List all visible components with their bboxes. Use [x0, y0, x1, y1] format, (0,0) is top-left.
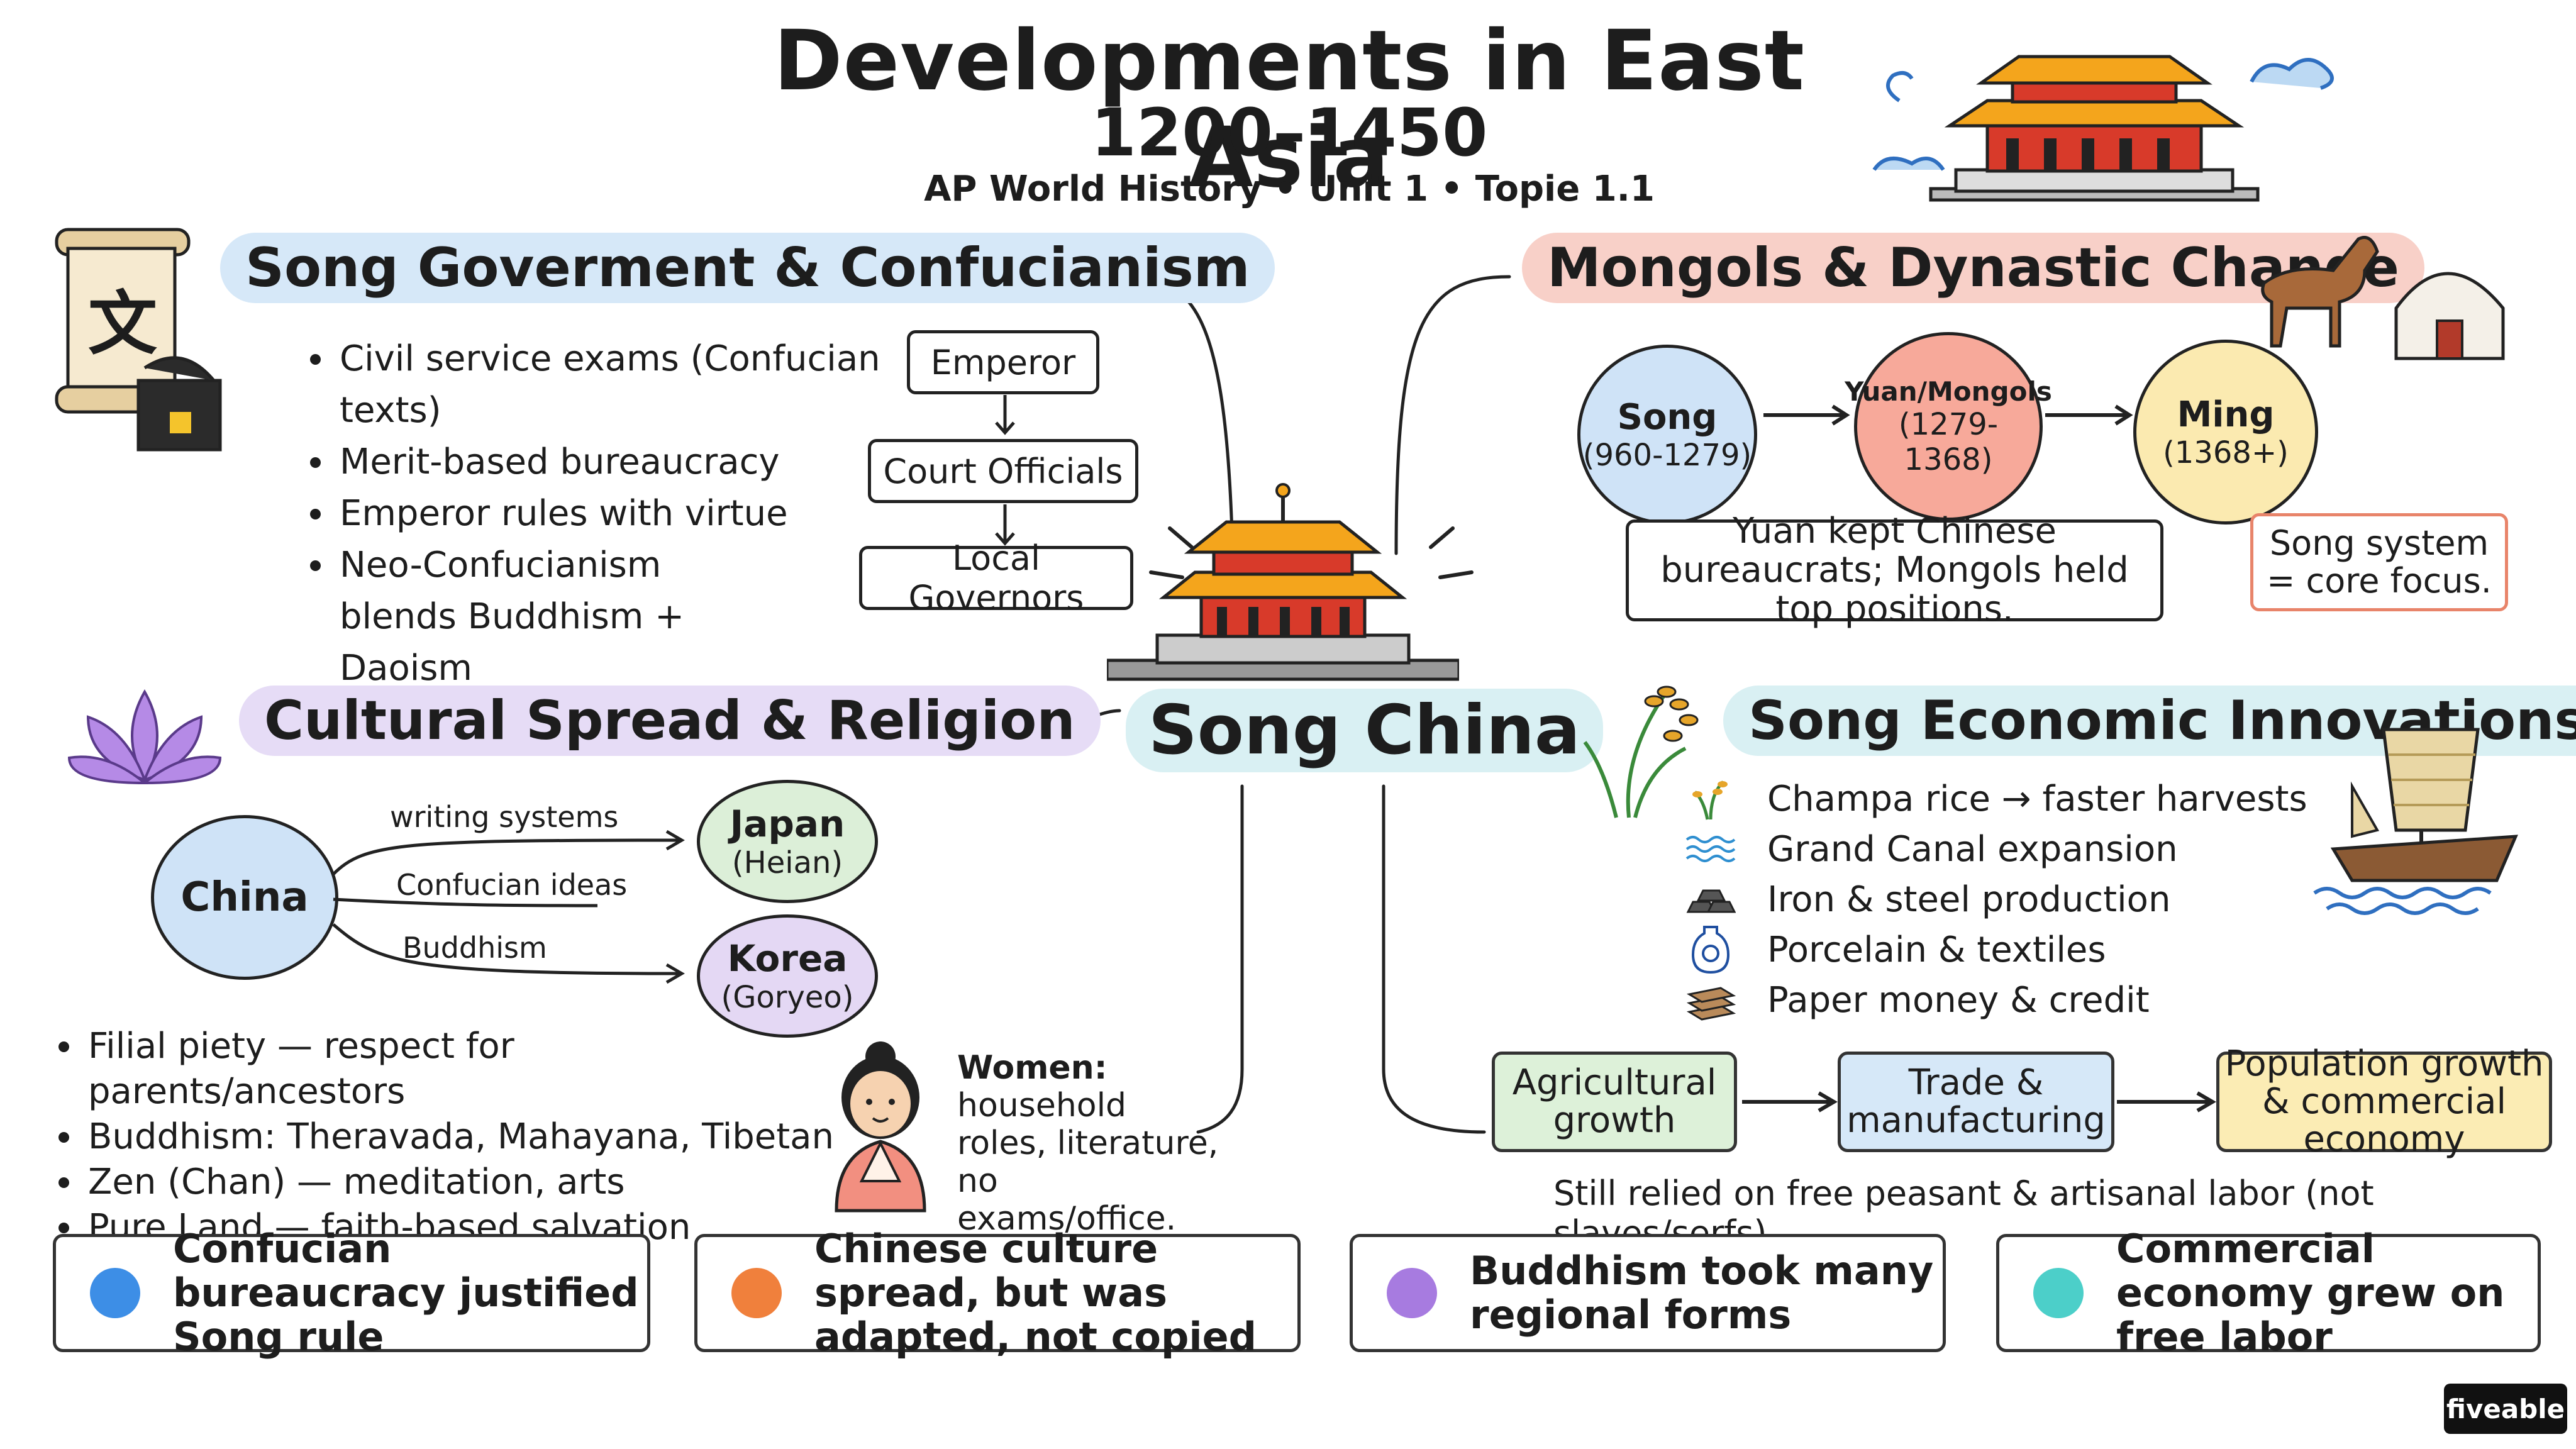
takeaway-card: Confucian bureaucracy justified Song rul… [53, 1227, 650, 1359]
takeaway-text: Buddhism took many regional forms [1470, 1248, 1934, 1338]
flow-arrows [1742, 1091, 2216, 1113]
list-item: Buddhism: Theravada, Mahayana, Tibetan [84, 1114, 839, 1160]
japan-sub: (Heian) [731, 845, 843, 880]
spread-label-confucian: Confucian ideas [396, 868, 628, 902]
dynasty-name: Ming [2177, 394, 2275, 435]
hierarchy-court-officials: Court Officials [868, 439, 1138, 503]
dynasty-dates: (1368+) [2163, 435, 2289, 470]
list-item: Champa rice → faster harvests [1685, 774, 2307, 824]
list-item: Merit-based bureaucracy [336, 436, 940, 488]
takeaway-card: Chinese culture spread, but was adapted,… [694, 1227, 1301, 1359]
hierarchy-emperor: Emperor [907, 330, 1099, 394]
dynasty-song-circle: Song (960-1279) [1577, 345, 1757, 525]
song-government-heading: Song Goverment & Confucianism [220, 233, 1275, 303]
list-item: Filial piety — respect for parents/ances… [84, 1024, 839, 1114]
china-source-circle: China [151, 815, 338, 980]
mongols-heading: Mongols & Dynastic Change [1522, 233, 2424, 303]
list-item: Porcelain & textiles [1685, 924, 2307, 975]
japan-circle: Japan (Heian) [697, 780, 878, 903]
list-item: Grand Canal expansion [1685, 824, 2307, 874]
econ-item-text: Porcelain & textiles [1767, 929, 2106, 970]
women-note: Women: household roles, literature, no e… [957, 1049, 1221, 1238]
takeaway-text: Commercial economy grew on free labor [2116, 1226, 2505, 1360]
song-government-bullets: Civil service exams (Confucian texts) Me… [308, 333, 940, 694]
rice-icon [1685, 777, 1736, 821]
list-item: Emperor rules with virtue [336, 488, 940, 540]
rice-plant-icon [1583, 686, 1699, 818]
list-item: Civil service exams (Confucian texts) [336, 333, 940, 436]
page-subtitle: AP World History • Unit 1 • Topie 1.1 [924, 169, 1655, 209]
scroll-seal-illustration: 文 [50, 223, 226, 462]
econ-item-text: Champa rice → faster harvests [1767, 778, 2307, 819]
hierarchy-local-governors: Local Governors [859, 538, 1133, 618]
women-text: household roles, literature, no exams/of… [957, 1087, 1219, 1238]
porcelain-vase-icon [1685, 926, 1736, 974]
page-title: Developments in East Asia [774, 13, 1805, 206]
cultural-bullets: Filial piety — respect for parents/ances… [57, 1024, 839, 1250]
takeaway-text: Chinese culture spread, but was adapted,… [814, 1226, 1257, 1360]
korea-label: Korea [727, 937, 848, 980]
japan-label: Japan [730, 802, 845, 845]
takeaway-card: Buddhism took many regional forms [1350, 1234, 1946, 1352]
dynasty-arrows [1763, 404, 2133, 426]
econ-item-text: Paper money & credit [1767, 979, 2150, 1021]
dynasty-name: Yuan/Mongols [1845, 375, 2052, 407]
cultural-heading: Cultural Spread & Religion [239, 686, 1101, 756]
core-focus-note: Song system = core focus. [2250, 513, 2508, 611]
list-item: Iron & steel production [1685, 874, 2307, 924]
econ-item-text: Iron & steel production [1767, 879, 2171, 920]
blue-dot-icon [90, 1268, 140, 1318]
spread-label-writing: writing systems [390, 800, 619, 834]
list-item: Paper money & credit [1685, 975, 2307, 1025]
center-song-china: Song China [1126, 689, 1603, 772]
takeaway-text: Confucian bureaucracy justified Song rul… [173, 1226, 639, 1360]
dynasty-ming-circle: Ming (1368+) [2133, 340, 2318, 525]
flow-agricultural: Agricultural growth [1492, 1052, 1737, 1152]
fiveable-logo[interactable]: fiveable [2444, 1384, 2567, 1434]
dynasty-dates: (960-1279) [1582, 437, 1752, 473]
flow-trade: Trade & manufacturing [1838, 1052, 2114, 1152]
spread-label-buddhism: Buddhism [402, 931, 547, 965]
teal-dot-icon [2033, 1268, 2084, 1318]
economic-list: Champa rice → faster harvests Grand Cana… [1685, 774, 2307, 1025]
econ-item-text: Grand Canal expansion [1767, 828, 2178, 870]
iron-ingots-icon [1685, 877, 1736, 921]
palace-icon [1872, 55, 2334, 202]
women-label: Women: [957, 1049, 1108, 1087]
dynasty-dates: (1279-1368) [1898, 406, 1999, 477]
page-years: 1200–1450 [1091, 94, 1488, 171]
yuan-note: Yuan kept Chinese bureaucrats; Mongols h… [1626, 512, 2163, 629]
orange-dot-icon [731, 1268, 782, 1318]
list-item: Zen (Chan) — meditation, arts [84, 1160, 839, 1205]
junk-ship-icon [2313, 728, 2518, 915]
china-label: China [180, 874, 309, 921]
dynasty-yuan-circle: Yuan/Mongols (1279-1368) [1845, 332, 2052, 521]
horse-yurt-icon [2261, 236, 2505, 360]
list-item: Neo-Confucianism blends Buddhism + Daois… [336, 540, 780, 694]
dynasty-name: Song [1617, 396, 1718, 438]
labor-note: Still relied on free peasant & artisanal… [1553, 1174, 2374, 1253]
spread-arrows [332, 830, 685, 984]
korea-circle: Korea (Goryeo) [697, 914, 878, 1038]
hierarchy-arrows [995, 395, 1015, 546]
woman-figure-icon [835, 1041, 926, 1213]
purple-dot-icon [1387, 1268, 1437, 1318]
korea-sub: (Goryeo) [721, 980, 854, 1015]
song-china-temple-icon [1107, 483, 1459, 681]
scroll-character: 文 [88, 284, 157, 364]
flow-population: Population growth & commercial economy [2216, 1045, 2552, 1158]
paper-money-icon [1685, 978, 1736, 1022]
canal-waves-icon [1685, 827, 1736, 871]
lotus-icon [67, 689, 222, 785]
takeaway-card: Commercial economy grew on free labor [1996, 1227, 2541, 1359]
